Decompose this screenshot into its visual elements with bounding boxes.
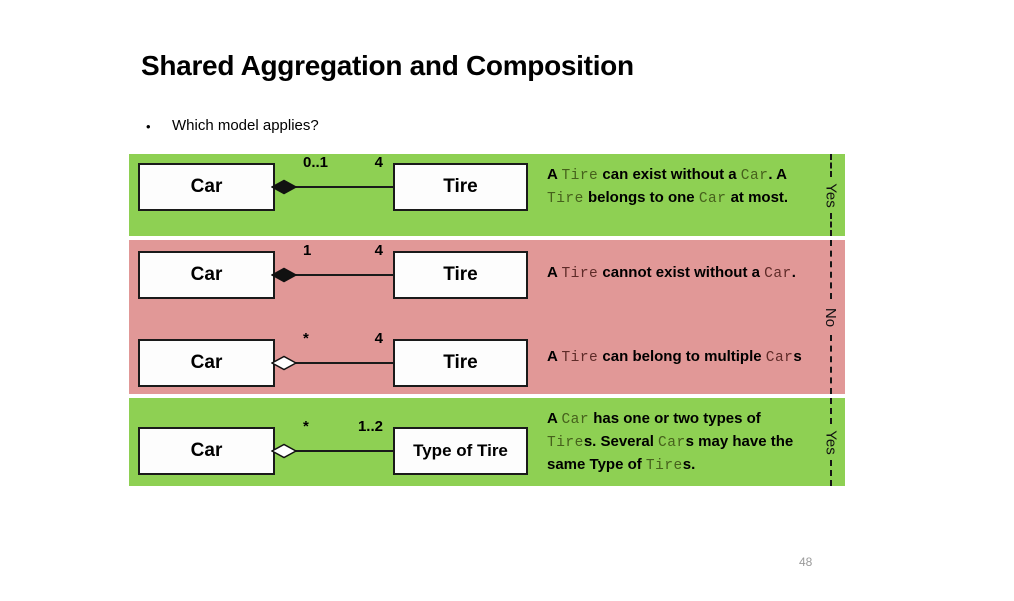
dashed-line — [830, 460, 832, 486]
composition-diamond-icon — [271, 267, 297, 283]
aggregation-diamond-icon — [271, 443, 297, 459]
dashed-line — [830, 213, 832, 236]
verdict-label: Yes — [822, 429, 840, 455]
aggregation-diamond-icon — [271, 355, 297, 371]
uml-class-car: Car — [138, 427, 275, 475]
multiplicity-near-car: 0..1 — [303, 154, 329, 171]
uml-class-car: Car — [138, 163, 275, 211]
association-connector: * 1..2 — [271, 418, 393, 475]
multiplicity-near-car: * — [303, 330, 309, 347]
bullet-text: Which model applies? — [172, 117, 319, 134]
uml-class-car: Car — [138, 251, 275, 299]
multiplicity-near-tire: 4 — [374, 154, 383, 171]
page-title: Shared Aggregation and Composition — [141, 50, 634, 81]
association-line — [273, 274, 393, 276]
composition-diamond-icon — [271, 179, 297, 195]
association-line — [273, 186, 393, 188]
association-connector: 0..1 4 — [271, 154, 393, 211]
uml-association-row: Car 0..1 4 Tire — [138, 154, 528, 211]
band-shared-aggregation-yes: Car 0..1 4 Tire A Tire can exist without… — [129, 154, 845, 236]
multiplicity-near-tire: 4 — [374, 242, 383, 259]
verdict-rail: Yes — [819, 154, 843, 236]
band-type-aggregation-yes: Car * 1..2 Type of Tire A Car has one or… — [129, 398, 845, 486]
uml-association-row: Car 1 4 Tire — [138, 242, 528, 299]
uml-class-tire: Tire — [393, 163, 528, 211]
association-line — [273, 450, 393, 452]
row-description: A Car has one or two types of Tires. Sev… — [547, 410, 794, 474]
dashed-line — [830, 398, 832, 424]
dashed-line — [830, 240, 832, 299]
uml-class-tire: Tire — [393, 251, 528, 299]
multiplicity-near-type-of-tire: 1..2 — [357, 418, 383, 435]
band-composition-no: Car 1 4 Tire A Tire cannot exist without… — [129, 240, 845, 394]
dashed-line — [830, 335, 832, 394]
uml-association-row: Car * 1..2 Type of Tire — [138, 418, 528, 475]
verdict-label: No — [822, 307, 840, 327]
multiplicity-near-car: 1 — [303, 242, 312, 259]
uml-association-row: Car * 4 Tire — [138, 330, 528, 387]
multiplicity-near-tire: 4 — [374, 330, 383, 347]
uml-class-tire: Tire — [393, 339, 528, 387]
dashed-line — [830, 154, 832, 177]
page-number: 48 — [799, 555, 813, 569]
uml-class-car: Car — [138, 339, 275, 387]
association-connector: * 4 — [271, 330, 393, 387]
row-description: A Tire can exist without a Car. A Tire b… — [547, 166, 789, 207]
verdict-label: Yes — [822, 182, 840, 208]
association-line — [273, 362, 393, 364]
association-connector: 1 4 — [271, 242, 393, 299]
bullet-icon: • — [146, 119, 151, 134]
bullet-item: • Which model applies? — [146, 117, 319, 136]
verdict-rail: No — [819, 240, 843, 394]
row-description: A Tire can belong to multiple Cars — [547, 348, 802, 366]
verdict-rail: Yes — [819, 398, 843, 486]
multiplicity-near-car: * — [303, 418, 309, 435]
row-description: A Tire cannot exist without a Car. — [547, 264, 796, 282]
uml-class-type-of-tire: Type of Tire — [393, 427, 528, 475]
